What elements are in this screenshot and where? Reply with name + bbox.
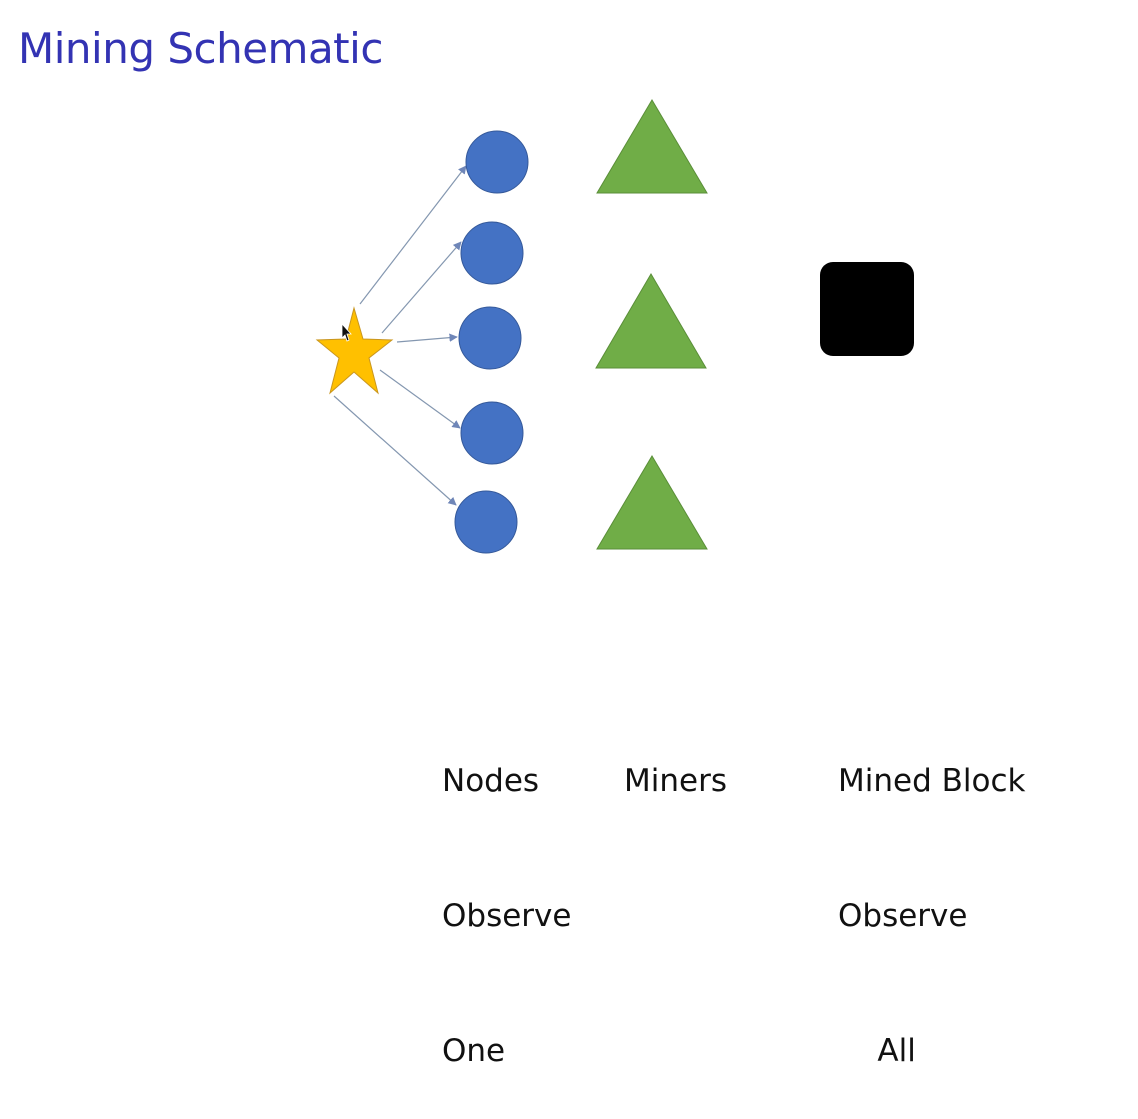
arrow-to-node-5 bbox=[333, 395, 457, 506]
miners-label-line: Miners bbox=[624, 763, 727, 799]
mined-block-label-line: All bbox=[838, 1033, 916, 1069]
miner-triangle-icon bbox=[596, 99, 708, 194]
node-circle-icon bbox=[460, 221, 524, 285]
nodes-column bbox=[454, 130, 529, 554]
slide-title: Mining Schematic bbox=[18, 24, 383, 73]
broadcast-arrows bbox=[333, 165, 467, 506]
nodes-label: Nodes Observe One bbox=[442, 669, 571, 1119]
miner-triangle-icon bbox=[595, 273, 707, 369]
mouse-cursor-icon bbox=[341, 322, 352, 342]
arrow-to-node-1 bbox=[359, 165, 467, 305]
arrow-to-node-4 bbox=[379, 369, 461, 429]
miners-label: Miners bbox=[624, 669, 727, 849]
node-circle-icon bbox=[454, 490, 518, 554]
mined-block-label: Mined Block Observe All bbox=[838, 669, 1025, 1119]
node-circle-icon bbox=[458, 306, 522, 370]
miner-triangle-icon bbox=[596, 455, 708, 550]
node-circle-icon bbox=[465, 130, 529, 194]
miners-column bbox=[595, 99, 708, 550]
mined-block-label-line: Observe bbox=[838, 898, 968, 934]
node-circle-icon bbox=[460, 401, 524, 465]
mining-schematic-diagram bbox=[315, 99, 914, 554]
source-star-icon bbox=[315, 306, 394, 395]
nodes-label-line: Observe bbox=[442, 898, 572, 934]
arrow-to-node-3 bbox=[396, 333, 458, 343]
mined-block-label-line: Mined Block bbox=[838, 763, 1026, 799]
nodes-label-line: One bbox=[442, 1033, 506, 1069]
nodes-label-line: Nodes bbox=[442, 763, 540, 799]
arrow-to-node-2 bbox=[381, 241, 462, 334]
mined-block-icon bbox=[820, 262, 914, 356]
